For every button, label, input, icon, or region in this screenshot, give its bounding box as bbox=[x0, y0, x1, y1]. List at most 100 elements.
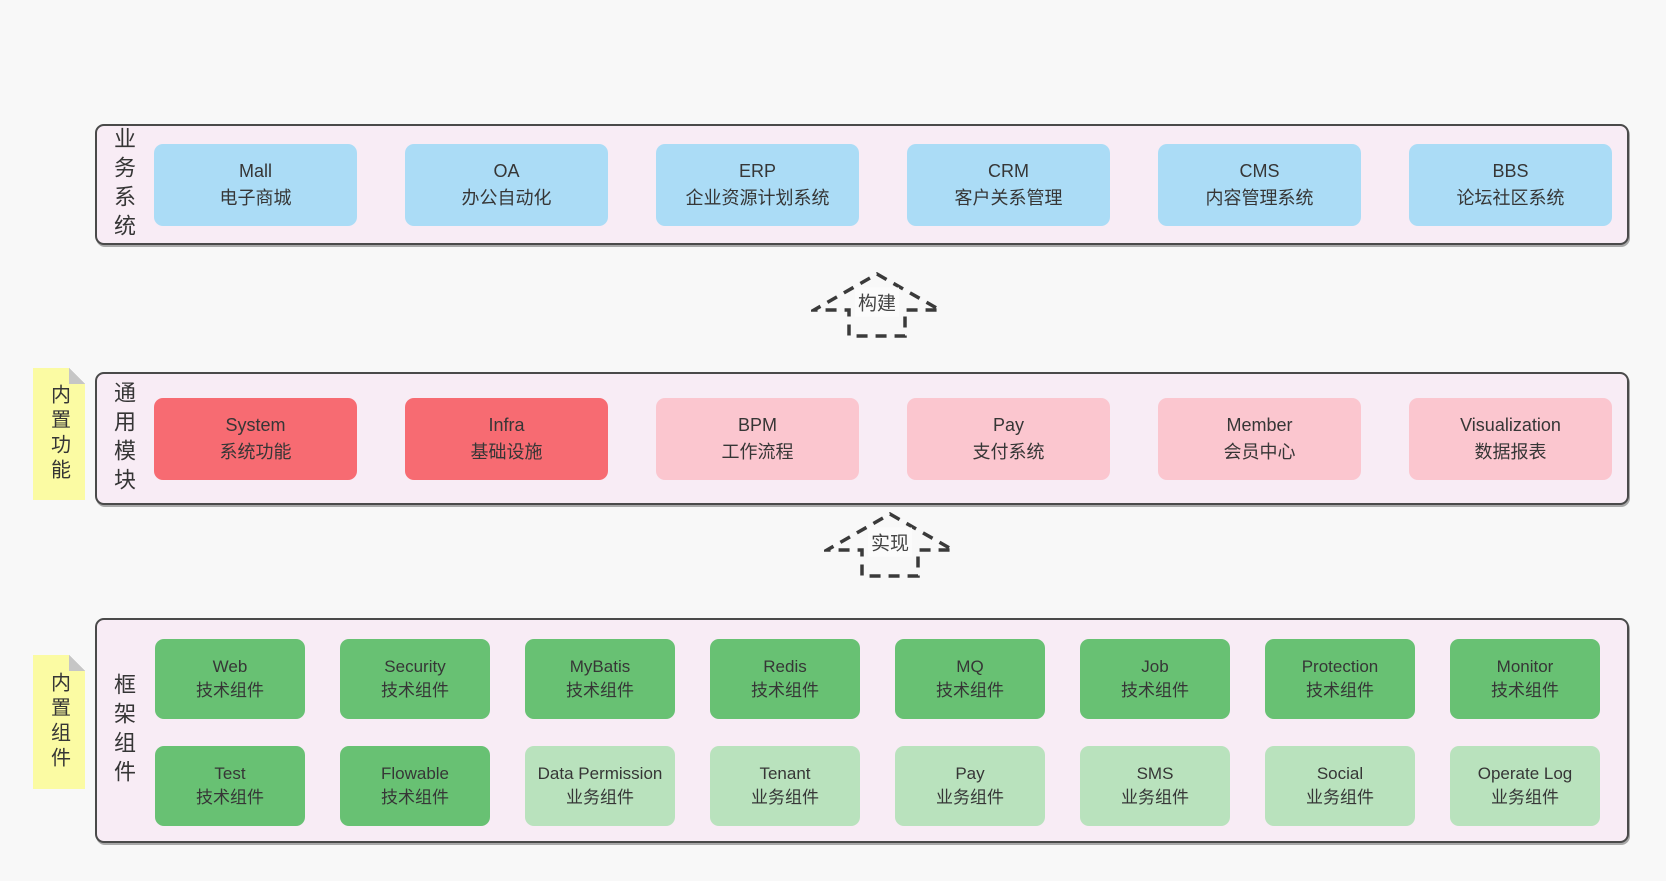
modules-box-row: System 系统功能 Infra 基础设施 BPM 工作流程 Pay 支付系统… bbox=[154, 374, 1612, 503]
box-title: OA bbox=[493, 160, 520, 181]
box-bpm: BPM 工作流程 bbox=[656, 397, 859, 480]
box-subtitle: 技术组件 bbox=[566, 681, 634, 700]
box-title: ERP bbox=[738, 160, 776, 181]
box-mq: MQ 技术组件 bbox=[895, 639, 1045, 719]
box-pay-biz: Pay 业务组件 bbox=[895, 746, 1045, 826]
box-data-permission: Data Permission 业务组件 bbox=[525, 746, 675, 826]
box-erp: ERP 企业资源计划系统 bbox=[656, 143, 859, 226]
box-subtitle: 工作流程 bbox=[721, 441, 794, 462]
implement-arrow: 实现 bbox=[824, 511, 956, 579]
box-subtitle: 支付系统 bbox=[972, 441, 1045, 462]
box-monitor: Monitor 技术组件 bbox=[1450, 639, 1600, 719]
box-subtitle: 数据报表 bbox=[1474, 441, 1547, 462]
up-arrow-dashed-icon bbox=[811, 271, 943, 338]
sticky-note-built-in-features: 内置功能 bbox=[33, 368, 85, 500]
box-mall: Mall 电子商城 bbox=[154, 143, 357, 226]
box-title: Member bbox=[1226, 414, 1293, 435]
box-title: MyBatis bbox=[569, 657, 631, 676]
sticky-fold-corner bbox=[69, 368, 85, 384]
box-title: Redis bbox=[763, 657, 807, 676]
box-title: CMS bbox=[1239, 160, 1280, 181]
box-title: Pay bbox=[992, 414, 1025, 435]
box-oa: OA 办公自动化 bbox=[405, 143, 608, 226]
business-box-row: Mall 电子商城 OA 办公自动化 ERP 企业资源计划系统 CRM 客户关系… bbox=[154, 126, 1612, 243]
box-bbs: BBS 论坛社区系统 bbox=[1409, 143, 1612, 226]
panel-components-label: 框架组件 bbox=[111, 672, 136, 789]
box-infra: Infra 基础设施 bbox=[405, 397, 608, 480]
box-title: Web bbox=[212, 657, 248, 676]
box-web: Web 技术组件 bbox=[155, 639, 305, 719]
box-subtitle: 办公自动化 bbox=[461, 187, 552, 208]
box-title: MQ bbox=[956, 657, 984, 676]
box-title: SMS bbox=[1136, 764, 1174, 783]
box-subtitle: 业务组件 bbox=[1121, 788, 1189, 807]
box-subtitle: 会员中心 bbox=[1223, 441, 1296, 462]
panel-business-label: 业务系统 bbox=[111, 126, 136, 243]
box-subtitle: 技术组件 bbox=[936, 681, 1004, 700]
box-subtitle: 系统功能 bbox=[219, 441, 292, 462]
box-tenant: Tenant 业务组件 bbox=[710, 746, 860, 826]
box-job: Job 技术组件 bbox=[1080, 639, 1230, 719]
box-title: Data Permission bbox=[537, 764, 663, 783]
up-arrow-dashed-icon bbox=[824, 511, 956, 578]
panel-modules-label: 通用模块 bbox=[111, 380, 136, 497]
box-crm: CRM 客户关系管理 bbox=[907, 143, 1110, 226]
box-subtitle: 技术组件 bbox=[196, 788, 264, 807]
box-cms: CMS 内容管理系统 bbox=[1158, 143, 1361, 226]
box-redis: Redis 技术组件 bbox=[710, 639, 860, 719]
box-title: Social bbox=[1316, 764, 1364, 783]
box-mybatis: MyBatis 技术组件 bbox=[525, 639, 675, 719]
box-title: Tenant bbox=[759, 764, 811, 783]
sticky-note-built-in-components: 内置组件 bbox=[33, 655, 85, 789]
box-subtitle: 技术组件 bbox=[1491, 681, 1559, 700]
box-subtitle: 基础设施 bbox=[470, 441, 543, 462]
box-subtitle: 论坛社区系统 bbox=[1456, 187, 1565, 208]
box-security: Security 技术组件 bbox=[340, 639, 490, 719]
box-subtitle: 电子商城 bbox=[219, 187, 292, 208]
box-operate-log: Operate Log 业务组件 bbox=[1450, 746, 1600, 826]
box-subtitle: 技术组件 bbox=[1306, 681, 1374, 700]
box-subtitle: 业务组件 bbox=[936, 788, 1004, 807]
box-title: System bbox=[225, 414, 286, 435]
box-title: Flowable bbox=[380, 764, 450, 783]
components-box-grid: Web 技术组件 Security 技术组件 MyBatis 技术组件 Redi… bbox=[155, 639, 1600, 826]
panel-framework-components: 框架组件 Web 技术组件 Security 技术组件 MyBatis 技术组件… bbox=[95, 618, 1629, 843]
sticky-fold-corner bbox=[69, 655, 85, 671]
arrow-label: 构建 bbox=[854, 287, 900, 317]
box-pay: Pay 支付系统 bbox=[907, 397, 1110, 480]
box-title: Operate Log bbox=[1477, 764, 1573, 783]
box-test: Test 技术组件 bbox=[155, 746, 305, 826]
panel-business-systems: 业务系统 Mall 电子商城 OA 办公自动化 ERP 企业资源计划系统 CRM… bbox=[95, 124, 1629, 245]
box-title: Mall bbox=[238, 160, 272, 181]
box-member: Member 会员中心 bbox=[1158, 397, 1361, 480]
panel-common-modules: 通用模块 System 系统功能 Infra 基础设施 BPM 工作流程 Pay… bbox=[95, 372, 1629, 505]
box-title: Job bbox=[1141, 657, 1169, 676]
box-subtitle: 业务组件 bbox=[1306, 788, 1374, 807]
box-subtitle: 业务组件 bbox=[1491, 788, 1559, 807]
box-protection: Protection 技术组件 bbox=[1265, 639, 1415, 719]
box-sms: SMS 业务组件 bbox=[1080, 746, 1230, 826]
sticky-label: 内置功能 bbox=[47, 384, 70, 484]
box-subtitle: 业务组件 bbox=[751, 788, 819, 807]
box-title: BPM bbox=[737, 414, 777, 435]
box-title: Infra bbox=[488, 414, 525, 435]
box-system: System 系统功能 bbox=[154, 397, 357, 480]
box-subtitle: 业务组件 bbox=[566, 788, 634, 807]
box-title: CRM bbox=[988, 160, 1029, 181]
box-subtitle: 企业资源计划系统 bbox=[685, 187, 830, 208]
box-subtitle: 内容管理系统 bbox=[1205, 187, 1314, 208]
box-title: Test bbox=[214, 764, 246, 783]
box-subtitle: 技术组件 bbox=[381, 681, 449, 700]
sticky-label: 内置组件 bbox=[47, 672, 70, 772]
build-arrow: 构建 bbox=[811, 271, 943, 339]
box-title: Protection bbox=[1301, 657, 1379, 676]
box-subtitle: 技术组件 bbox=[1121, 681, 1189, 700]
box-title: BBS bbox=[1492, 160, 1529, 181]
box-visualization: Visualization 数据报表 bbox=[1409, 397, 1612, 480]
box-flowable: Flowable 技术组件 bbox=[340, 746, 490, 826]
arrow-label: 实现 bbox=[867, 527, 913, 557]
box-subtitle: 技术组件 bbox=[381, 788, 449, 807]
box-subtitle: 客户关系管理 bbox=[954, 187, 1063, 208]
box-subtitle: 技术组件 bbox=[196, 681, 264, 700]
